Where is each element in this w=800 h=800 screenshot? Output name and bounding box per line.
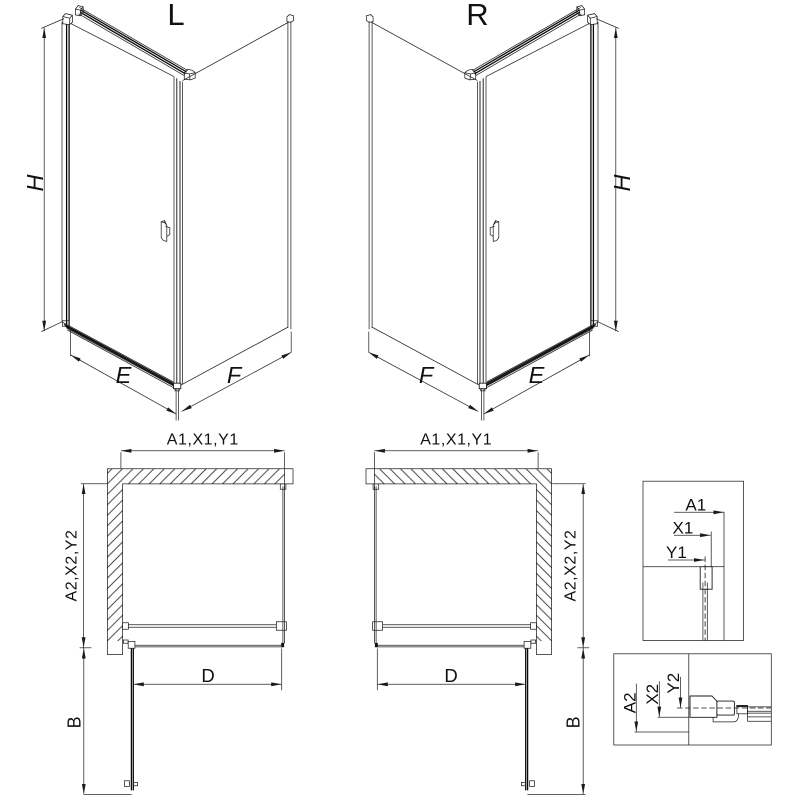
label-detail-X1: X1 xyxy=(673,518,694,537)
drawing-segment xyxy=(165,226,171,237)
drawing-segment xyxy=(70,354,177,415)
drawing-segment xyxy=(276,621,287,631)
label-B-left: B xyxy=(64,716,84,728)
drawing-segment xyxy=(124,780,130,787)
walls-hatched xyxy=(107,468,294,655)
drawing-segment xyxy=(41,18,65,29)
label-E-right: E xyxy=(529,362,545,388)
drawing-segment xyxy=(699,566,713,590)
drawing-segment xyxy=(286,14,294,23)
drawing-segment xyxy=(79,7,188,71)
drawing-segment xyxy=(736,705,748,707)
drawing-segment xyxy=(173,382,182,390)
dim-A2X2Y2-right xyxy=(552,483,590,649)
side-panel-plan xyxy=(279,483,287,644)
label-F-right: F xyxy=(419,362,435,388)
drawing-segment xyxy=(133,782,138,787)
drawing-segment xyxy=(107,468,294,655)
drawing-segment xyxy=(127,641,136,649)
label-detail-A2: A2 xyxy=(620,692,639,713)
dim-D xyxy=(133,648,283,691)
label-variant-right: R xyxy=(466,0,488,32)
label-F-left: F xyxy=(227,362,243,388)
enclosure-3d-geometry xyxy=(41,5,294,421)
dim-F xyxy=(181,331,292,412)
label-variant-left: L xyxy=(167,0,184,32)
drawing-segment xyxy=(279,483,287,490)
dim-B-right xyxy=(527,648,586,795)
drawing-segment xyxy=(712,713,740,723)
label-detail-Y1: Y1 xyxy=(666,543,687,562)
label-detail-A1: A1 xyxy=(685,496,706,515)
drawing-segment xyxy=(78,13,185,77)
drawing-segment xyxy=(80,9,187,73)
label-A2X2Y2-right: A2,X2,Y2 xyxy=(563,529,580,601)
drawing-segment xyxy=(642,480,744,641)
dim-A2X2Y2-left xyxy=(79,483,107,649)
detail-box-bottom xyxy=(613,653,772,746)
door-open-plan xyxy=(124,648,138,791)
dim-A1X1Y1 xyxy=(120,448,285,489)
label-detail-X2: X2 xyxy=(643,684,662,705)
drawing-segment xyxy=(182,21,290,81)
label-A2X2Y2-left: A2,X2,Y2 xyxy=(63,529,80,601)
drawing-segment xyxy=(689,695,718,718)
drawing-segment xyxy=(160,220,168,242)
drawing-segment xyxy=(281,642,285,648)
label-D-right: D xyxy=(444,665,457,686)
detail-dim-X2 xyxy=(657,681,689,718)
label-D-left: D xyxy=(201,665,214,686)
detail-dim-A2 xyxy=(634,683,689,733)
top-support-bar xyxy=(75,5,188,77)
label-H-right: H xyxy=(609,174,635,191)
label-E-left: E xyxy=(116,362,132,388)
label-H-left: H xyxy=(22,174,48,191)
door-handle xyxy=(160,220,171,242)
dim-H xyxy=(41,18,65,332)
dim-B-left xyxy=(81,648,132,795)
label-detail-Y2: Y2 xyxy=(664,673,683,694)
drawing-segment xyxy=(79,11,186,75)
drawing-segment xyxy=(181,351,292,412)
stabilizer-bar-plan xyxy=(122,621,287,631)
plan-view-geometry xyxy=(107,448,294,791)
detail-box-top xyxy=(642,480,744,641)
label-A1X1Y1-left: A1,X1,Y1 xyxy=(167,432,239,449)
drawing-segment xyxy=(62,13,73,25)
label-A1X1Y1-right: A1,X1,Y1 xyxy=(420,432,492,449)
dim-E xyxy=(70,327,179,421)
label-B-right: B xyxy=(564,716,584,728)
door-closed-plan xyxy=(123,639,285,649)
door-panel xyxy=(70,23,178,386)
drawing-segment xyxy=(613,653,772,746)
drawing-segment xyxy=(70,23,175,77)
drawing-segment xyxy=(122,622,129,630)
